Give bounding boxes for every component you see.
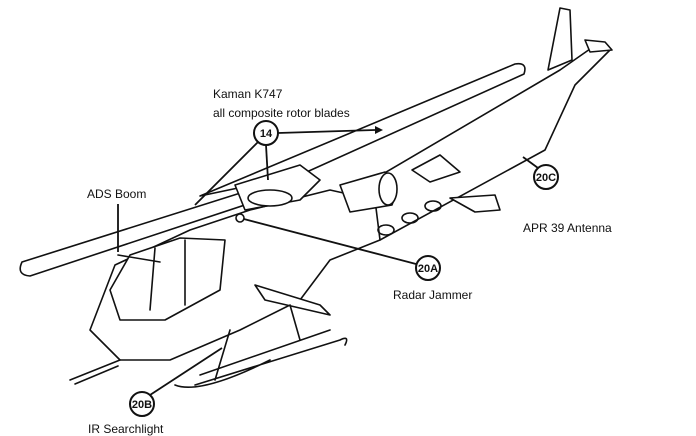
label-apr39: APR 39 Antenna (523, 221, 612, 235)
stub-wing (254, 284, 331, 316)
exhaust-nozzle (378, 172, 398, 206)
label-ir-searchlight: IR Searchlight (88, 422, 164, 436)
leader-14-right (277, 129, 376, 134)
label-ads-boom: ADS Boom (87, 187, 147, 201)
tail-boom (329, 41, 611, 241)
landing-skids (174, 304, 348, 388)
leader-20a (239, 217, 417, 265)
svg-text:20B: 20B (132, 399, 152, 411)
svg-text:14: 14 (260, 128, 273, 140)
leader-14-left (194, 141, 259, 206)
callout-bubble-14: 14 (253, 120, 279, 146)
nose-gun (69, 359, 121, 385)
leader-20c (522, 156, 539, 169)
label-radar-jammer: Radar Jammer (393, 288, 473, 302)
window (401, 212, 419, 224)
label-kaman: Kaman K747 (213, 87, 283, 101)
label-rotor-blades: all composite rotor blades (213, 106, 350, 120)
callout-bubble-20a: 20A (415, 255, 441, 281)
rotor-blade-front (19, 189, 261, 277)
svg-text:20C: 20C (536, 172, 556, 184)
leader-14-hub (265, 144, 269, 181)
canopy-frame (149, 239, 186, 311)
ads-boom-line (117, 254, 161, 263)
svg-text:20A: 20A (418, 263, 438, 275)
callout-bubble-20b: 20B (129, 391, 155, 417)
arrowhead (375, 126, 383, 134)
leader-20b (149, 347, 223, 396)
window (424, 200, 442, 212)
tail-rotor (584, 39, 613, 53)
tail-fin (547, 7, 573, 71)
callout-bubble-20c: 20C (533, 164, 559, 190)
stabilizer-lower (449, 194, 501, 213)
window (377, 224, 395, 236)
stabilizer-upper (411, 154, 461, 183)
mast-base (247, 189, 293, 207)
radar-jammer-point (235, 213, 245, 223)
